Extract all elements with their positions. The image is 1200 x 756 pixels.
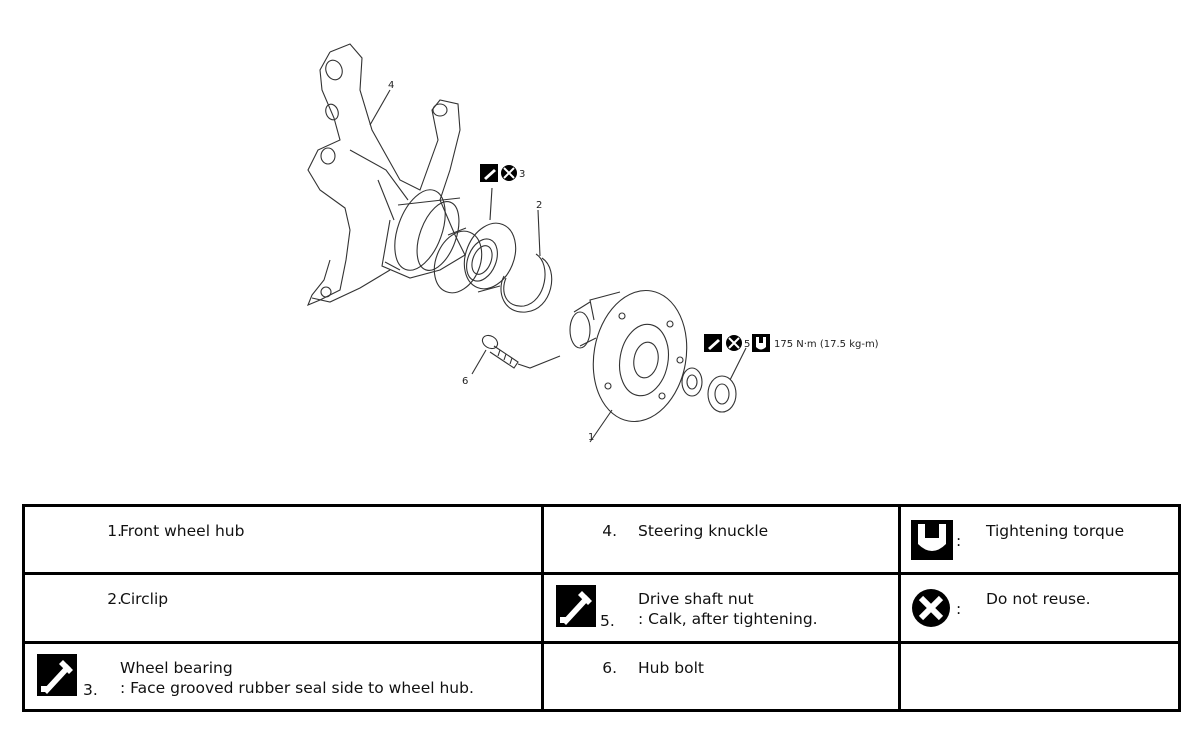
item-label: Drive shaft nut : Calk, after tightening… — [638, 589, 818, 629]
wheel-bearing-drawing — [433, 222, 517, 294]
hub-bolt-drawing — [481, 334, 561, 369]
legend-cell-empty — [898, 640, 1181, 713]
hammer-icon — [37, 653, 77, 696]
legend-row: 1. Front wheel hub 4. Steering knuckle :… — [22, 503, 1181, 576]
item-label: Circlip — [120, 590, 169, 609]
item-label: Front wheel hub — [120, 522, 245, 540]
item-title: Drive shaft nut — [638, 590, 754, 609]
item-label: Steering knuckle — [638, 522, 769, 540]
steering-knuckle-drawing — [307, 43, 466, 307]
callout-2: 2 — [536, 200, 542, 211]
item-number: 2. — [107, 590, 122, 609]
item-number: 4. — [602, 522, 617, 540]
callout-1: 1 — [588, 432, 594, 443]
legend-cell-4: 4. Steering knuckle — [541, 503, 901, 576]
drive-shaft-nut-drawing — [681, 367, 737, 413]
legend-table: 1. Front wheel hub 4. Steering knuckle :… — [22, 503, 1181, 713]
item-note: : Face grooved rubber seal side to wheel… — [120, 678, 474, 697]
legend-cell-6: 6. Hub bolt — [541, 640, 901, 713]
symbol-colon: : — [956, 600, 962, 619]
legend-cell-2: 2. Circlip — [22, 572, 544, 644]
item-title: Wheel bearing — [120, 658, 233, 677]
legend-row: 3. Wheel bearing : Face grooved rubber s… — [22, 640, 1181, 713]
hammer-icon — [556, 585, 596, 628]
leader-3 — [489, 187, 493, 221]
item-number: 1. — [107, 522, 122, 540]
torque-spec: 175 N·m (17.5 kg-m) — [774, 339, 879, 350]
leader-6 — [471, 349, 487, 375]
legend-cell-noreuse: : Do not reuse. — [898, 572, 1181, 644]
callout-6: 6 — [462, 376, 468, 387]
legend-cell-3: 3. Wheel bearing : Face grooved rubber s… — [22, 640, 544, 713]
exploded-diagram: 4 2 1 6 3 5 175 N·m (17.5 kg-m) — [290, 30, 930, 470]
item-number: 3. — [83, 680, 98, 699]
legend-row: 2. Circlip 5. Drive shaft nut : Calk, a — [22, 572, 1181, 644]
symbol-colon: : — [956, 532, 962, 550]
callout-5: 5 — [744, 339, 750, 350]
leader-5 — [729, 347, 747, 381]
item-note: : Calk, after tightening. — [638, 610, 818, 629]
callout-4: 4 — [388, 80, 394, 91]
circlip-drawing — [500, 253, 553, 313]
symbol-label: Tightening torque — [986, 522, 1125, 540]
item-label: Hub bolt — [638, 658, 704, 677]
legend-cell-torque: : Tightening torque — [898, 503, 1181, 576]
leader-1 — [589, 409, 613, 443]
hammer-icon — [704, 334, 722, 352]
legend-cell-5: 5. Drive shaft nut : Calk, after tighten… — [541, 572, 901, 644]
bearing-symbol-group: 3 — [480, 164, 525, 182]
front-wheel-hub-drawing — [569, 289, 688, 423]
do-not-reuse-icon — [911, 588, 951, 628]
hammer-icon — [480, 164, 498, 182]
item-label: Wheel bearing : Face grooved rubber seal… — [120, 658, 474, 698]
diagram-drawing: 4 2 1 6 3 5 175 N·m (17.5 kg-m) — [307, 43, 879, 443]
leader-2 — [537, 209, 541, 257]
item-number: 5. — [600, 612, 615, 631]
legend-cell-1: 1. Front wheel hub — [22, 503, 544, 576]
leader-4 — [369, 89, 391, 126]
symbol-label: Do not reuse. — [986, 590, 1091, 609]
callout-3: 3 — [519, 169, 525, 180]
torque-wrench-icon — [911, 520, 953, 560]
nut-symbol-group: 5 175 N·m (17.5 kg-m) — [704, 334, 879, 352]
item-number: 6. — [602, 658, 617, 677]
